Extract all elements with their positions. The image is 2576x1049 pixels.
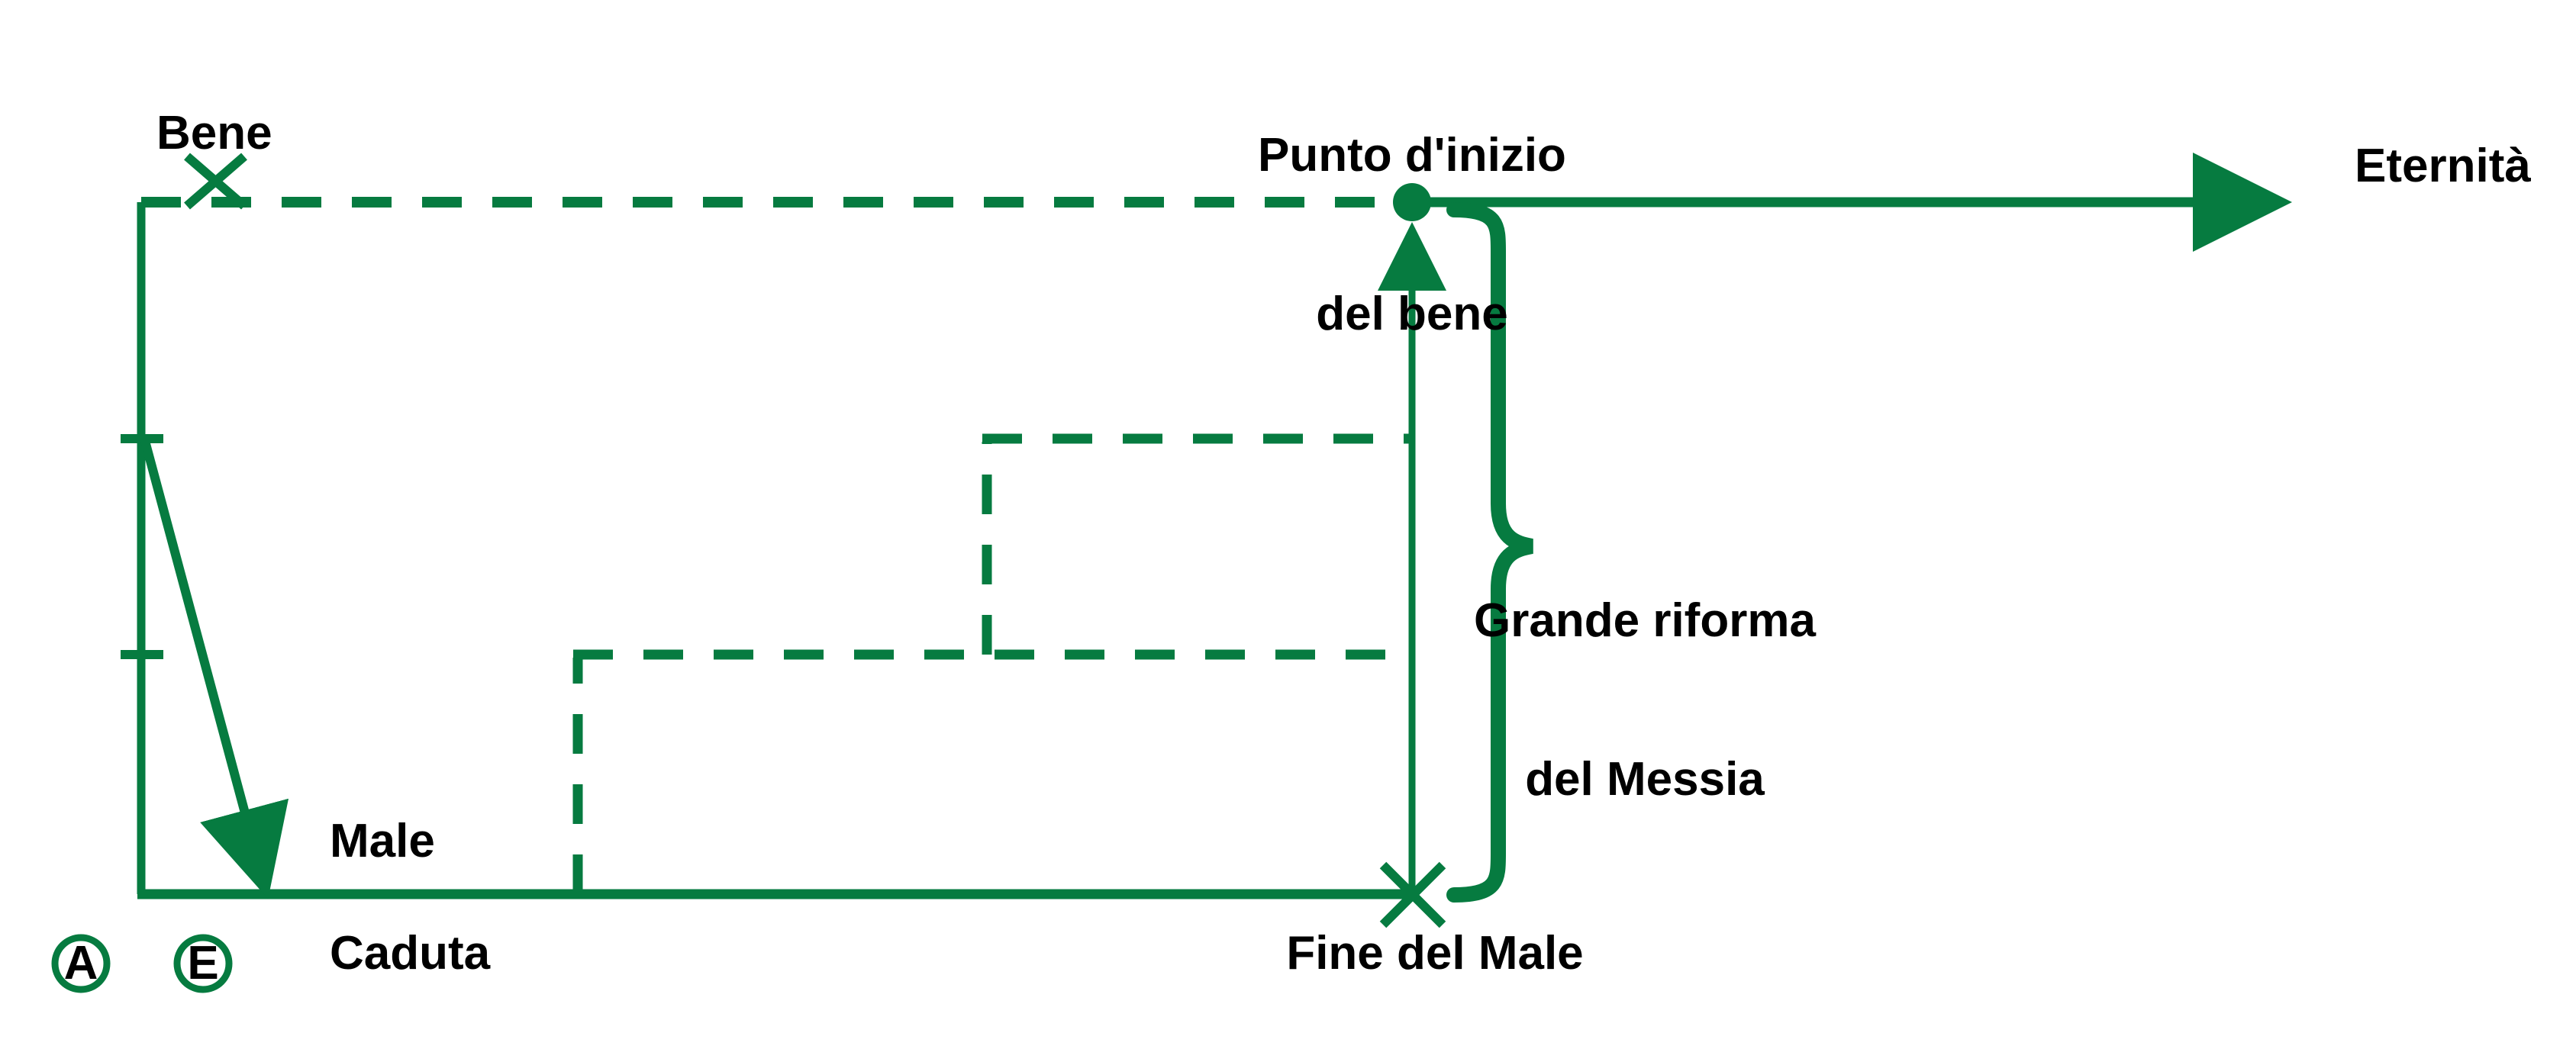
node-letter-a: A <box>63 937 98 989</box>
grande-riforma-brace-icon <box>1446 202 1533 903</box>
node-circle-a[interactable] <box>51 934 111 993</box>
node-letter-e: E <box>187 937 219 989</box>
node-circle-e[interactable] <box>173 934 233 993</box>
label-riforma-line-1: Grande riforma <box>1474 594 1816 647</box>
caduta-arrow <box>140 439 289 899</box>
label-punto-line-1: Punto d'inizio <box>1258 128 1566 182</box>
label-punto-line-2: del bene <box>1316 288 1508 341</box>
label-eternita: Eternità <box>2355 140 2531 192</box>
label-bene: Bene <box>156 107 272 159</box>
label-male: Male <box>330 815 435 867</box>
x-mark-bene-icon <box>184 153 247 210</box>
label-punto-inizio-del-bene: Punto d'inizio del bene <box>1258 23 1566 447</box>
x-mark-fine-male-icon <box>1379 861 1446 928</box>
punto-inizio-dot-icon <box>1393 183 1431 221</box>
label-grande-riforma-del-messia: Grande riforma del Messia <box>1474 488 1816 912</box>
label-riforma-line-2: del Messia <box>1525 753 1765 806</box>
label-fine-del-male: Fine del Male <box>1286 927 1584 980</box>
label-caduta: Caduta <box>330 927 491 980</box>
